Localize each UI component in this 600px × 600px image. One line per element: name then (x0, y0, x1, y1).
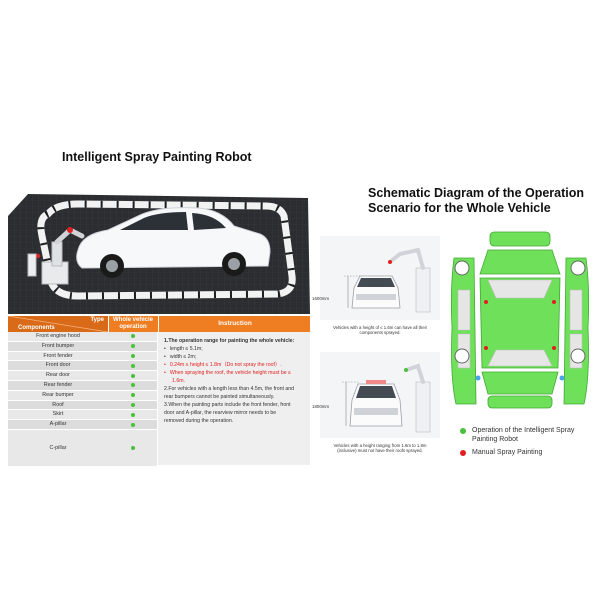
height-label: 1600mm (312, 296, 330, 301)
green-dot (130, 422, 135, 427)
table-row: Front door (8, 361, 157, 372)
green-dot (130, 393, 135, 398)
legend-manual: Manual Spray Painting (460, 448, 600, 457)
scene-illustration (320, 352, 440, 438)
legend: Operation of the Intelligent Spray Paint… (460, 426, 600, 457)
table-row: Front bumper (8, 341, 157, 352)
table-row: Roof (8, 400, 157, 411)
scene-roof-excluded: 1800mm Vehicles with a height ranging fr… (312, 352, 440, 453)
instruction-text: 1.The operation range for painting the w… (158, 332, 310, 465)
operation-header: Whole vehicle operation (108, 316, 157, 332)
green-dot (130, 402, 135, 407)
right-title: Schematic Diagram of the Operation Scena… (368, 186, 585, 215)
type-header: Type (90, 317, 104, 323)
scene-caption: Vehicles with a height of ≤ 1.6m can hav… (332, 325, 428, 335)
scene-caption: Vehicles with a height ranging from 1.6m… (333, 443, 427, 453)
green-dot (130, 383, 135, 388)
green-dot (130, 353, 135, 358)
scene-illustration (320, 236, 440, 320)
green-dot (130, 373, 135, 378)
table-row: A-pillar (8, 420, 157, 430)
instruction-header: Instruction (158, 316, 311, 332)
robot-car-photo (8, 194, 310, 314)
spec-table: Type Components Whole vehicle operation … (8, 316, 310, 467)
left-title: Intelligent Spray Painting Robot (62, 150, 252, 164)
table-row: Rear door (8, 371, 157, 381)
table-row: C-pillar (8, 429, 157, 467)
green-dot-icon (460, 428, 466, 434)
table-header: Type Components Whole vehicle operation … (8, 316, 310, 332)
vehicle-schematic (450, 231, 590, 409)
components-header: Components (18, 325, 55, 331)
table-row: Rear fender (8, 380, 157, 391)
green-dot (130, 344, 135, 349)
green-dot (130, 334, 135, 339)
green-dot (130, 363, 135, 368)
table-row: Front fender (8, 351, 157, 362)
component-list: Front engine hood Front bumper Front fen… (8, 332, 157, 467)
red-dot-icon (460, 450, 466, 456)
table-row: Front engine hood (8, 332, 157, 342)
green-dot (130, 412, 135, 417)
table-row: Rear bumper (8, 390, 157, 401)
table-row: Skirt (8, 410, 157, 421)
green-dot (130, 445, 135, 450)
scene-roof-allowed: 1600mm Vehicles with a height of ≤ 1.6m … (312, 236, 440, 335)
height-label: 1800mm (312, 404, 330, 409)
legend-robot: Operation of the Intelligent Spray Paint… (460, 426, 600, 444)
